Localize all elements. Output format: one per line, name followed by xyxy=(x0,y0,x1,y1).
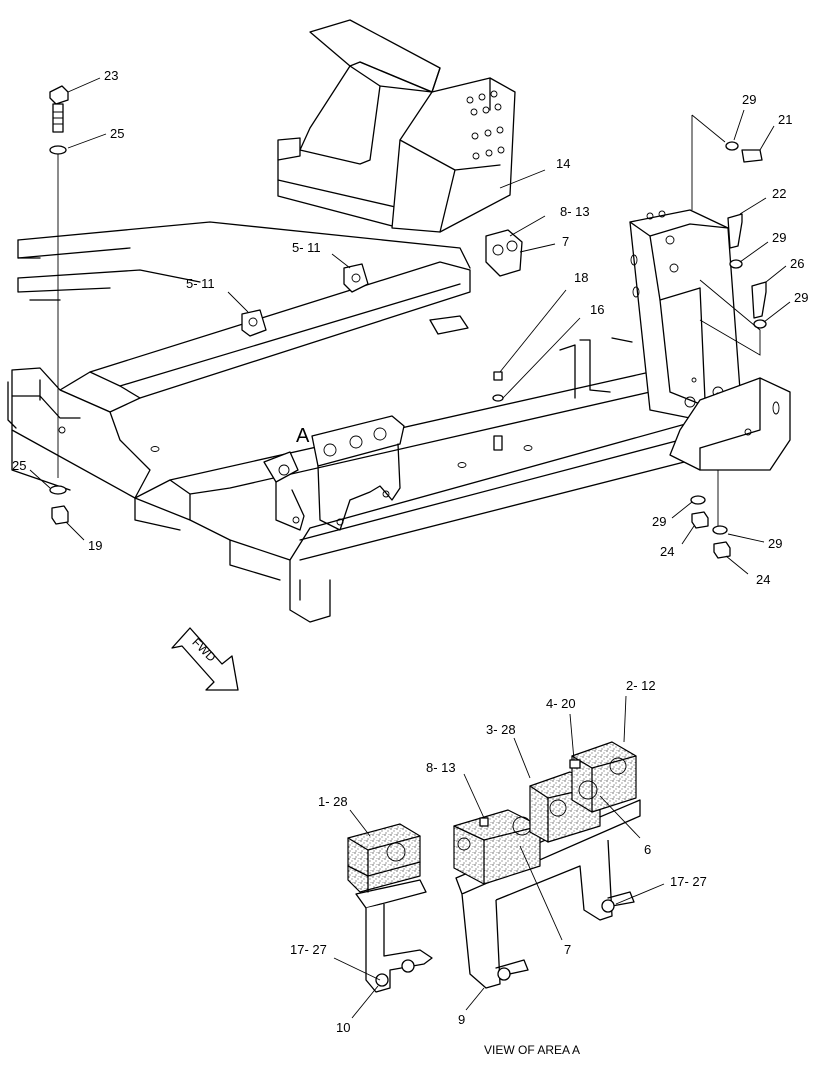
washer-25-lower xyxy=(49,485,67,495)
callouts-detail: 2- 12 4- 20 3- 28 8- 13 1- 28 6 17- 27 7… xyxy=(290,678,707,1057)
callout-25-lower: 25 xyxy=(12,458,26,473)
washer-29-d xyxy=(690,495,706,505)
washer-25-upper xyxy=(49,145,67,155)
clip-8-13 xyxy=(485,229,523,277)
area-a-label: A xyxy=(296,425,310,447)
callout-5-11-lower: 5- 11 xyxy=(186,276,215,291)
nut-19 xyxy=(51,505,69,525)
callout-21: 21 xyxy=(778,112,792,127)
bolt-22 xyxy=(727,213,743,249)
washer-29-a xyxy=(725,141,739,151)
washer-29-c xyxy=(753,319,767,329)
view-caption: VIEW OF AREA A xyxy=(484,1043,580,1057)
callout-4-20: 4- 20 xyxy=(546,696,576,711)
callout-22: 22 xyxy=(772,186,786,201)
clip-5-11-lower xyxy=(241,309,267,337)
callout-24-b: 24 xyxy=(756,572,770,587)
callout-6: 6 xyxy=(644,842,651,857)
detail-view-area-a xyxy=(347,741,641,993)
callout-7: 7 xyxy=(562,234,569,249)
nut-24-a xyxy=(691,511,709,529)
callout-18: 18 xyxy=(574,270,588,285)
callout-24-a: 24 xyxy=(660,544,674,559)
callout-9: 9 xyxy=(458,1012,465,1027)
callout-29-d: 29 xyxy=(652,514,666,529)
callout-5-11-upper: 5- 11 xyxy=(292,240,321,255)
callouts-main: 23 25 14 8- 13 7 5- 11 5- 11 18 16 29 21… xyxy=(12,68,808,587)
fwd-arrow: FWD xyxy=(171,627,239,691)
bolt-21 xyxy=(741,149,763,163)
callout-29-a: 29 xyxy=(742,92,756,107)
callout-25-upper: 25 xyxy=(110,126,124,141)
clip-5-11-upper xyxy=(343,263,369,293)
callout-26: 26 xyxy=(790,256,804,271)
callout-7-detail: 7 xyxy=(564,942,571,957)
callout-16: 16 xyxy=(590,302,604,317)
callout-8-13-detail: 8- 13 xyxy=(426,760,456,775)
bolt-26 xyxy=(751,281,767,319)
callout-2-12: 2- 12 xyxy=(626,678,656,693)
callout-17-27-right: 17- 27 xyxy=(670,874,707,889)
callout-3-28: 3- 28 xyxy=(486,722,516,737)
callout-14: 14 xyxy=(556,156,570,171)
bolt-23 xyxy=(49,85,69,133)
tower-bolt-holes xyxy=(466,90,505,160)
callout-29-b: 29 xyxy=(772,230,786,245)
callout-29-e: 29 xyxy=(768,536,782,551)
callout-1-28: 1- 28 xyxy=(318,794,348,809)
callout-8-13: 8- 13 xyxy=(560,204,590,219)
callout-23: 23 xyxy=(104,68,118,83)
washer-29-b xyxy=(729,259,743,269)
frame-assembly xyxy=(7,19,791,623)
callout-19: 19 xyxy=(88,538,102,553)
callout-17-27-left: 17- 27 xyxy=(290,942,327,957)
washer-29-e xyxy=(712,525,728,535)
callout-10: 10 xyxy=(336,1020,350,1035)
nut-24-b xyxy=(713,541,731,559)
callout-29-c: 29 xyxy=(794,290,808,305)
